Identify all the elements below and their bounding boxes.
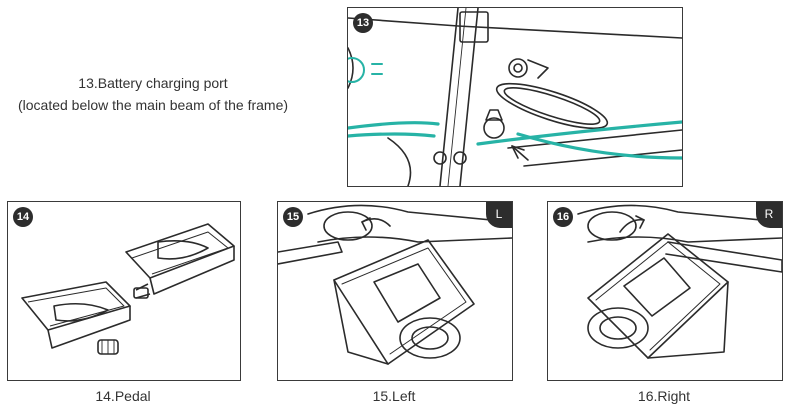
figure-14-panel: 14 [7,201,241,381]
side-tag-left: L [486,202,512,228]
right-pedal-illustration [577,204,782,359]
frame-illustration [348,8,682,186]
rotation-arrow-icon [619,218,645,233]
figure-16-panel: 16 R [547,201,783,381]
figure-13-caption-note: (located below the main beam of the fram… [17,97,289,113]
left-pedal-illustration [278,204,512,365]
figure-15-panel: 15 L [277,201,513,381]
pointer-arrow-icon [511,145,529,161]
figure-13-caption-title: 13.Battery charging port [78,75,228,91]
figure-number-badge: 13 [353,13,373,33]
figure-14-caption: 14.Pedal [95,388,151,404]
pedals-illustration [21,223,235,355]
figure-15-caption: 15.Left [372,388,416,404]
side-tag-right: R [756,202,782,228]
figure-number-badge: 15 [283,207,303,227]
figure-13-panel: 13 [347,7,683,187]
figure-number-badge: 14 [13,207,33,227]
figure-number-badge: 16 [553,207,573,227]
figure-16-caption: 16.Right [637,388,691,404]
figure-13-caption: 13.Battery charging port (located below … [0,72,306,116]
